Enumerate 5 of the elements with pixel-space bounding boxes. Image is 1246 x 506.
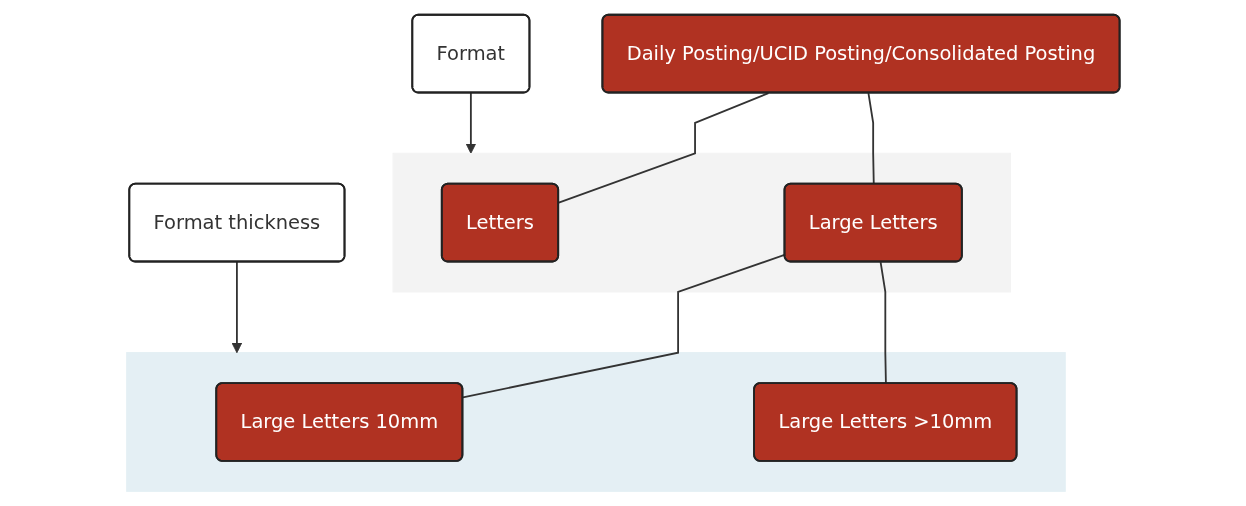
cluster [125,352,1066,492]
connector [879,261,887,385]
arrow [231,260,243,354]
arrow [465,91,477,154]
cluster [392,152,1011,293]
